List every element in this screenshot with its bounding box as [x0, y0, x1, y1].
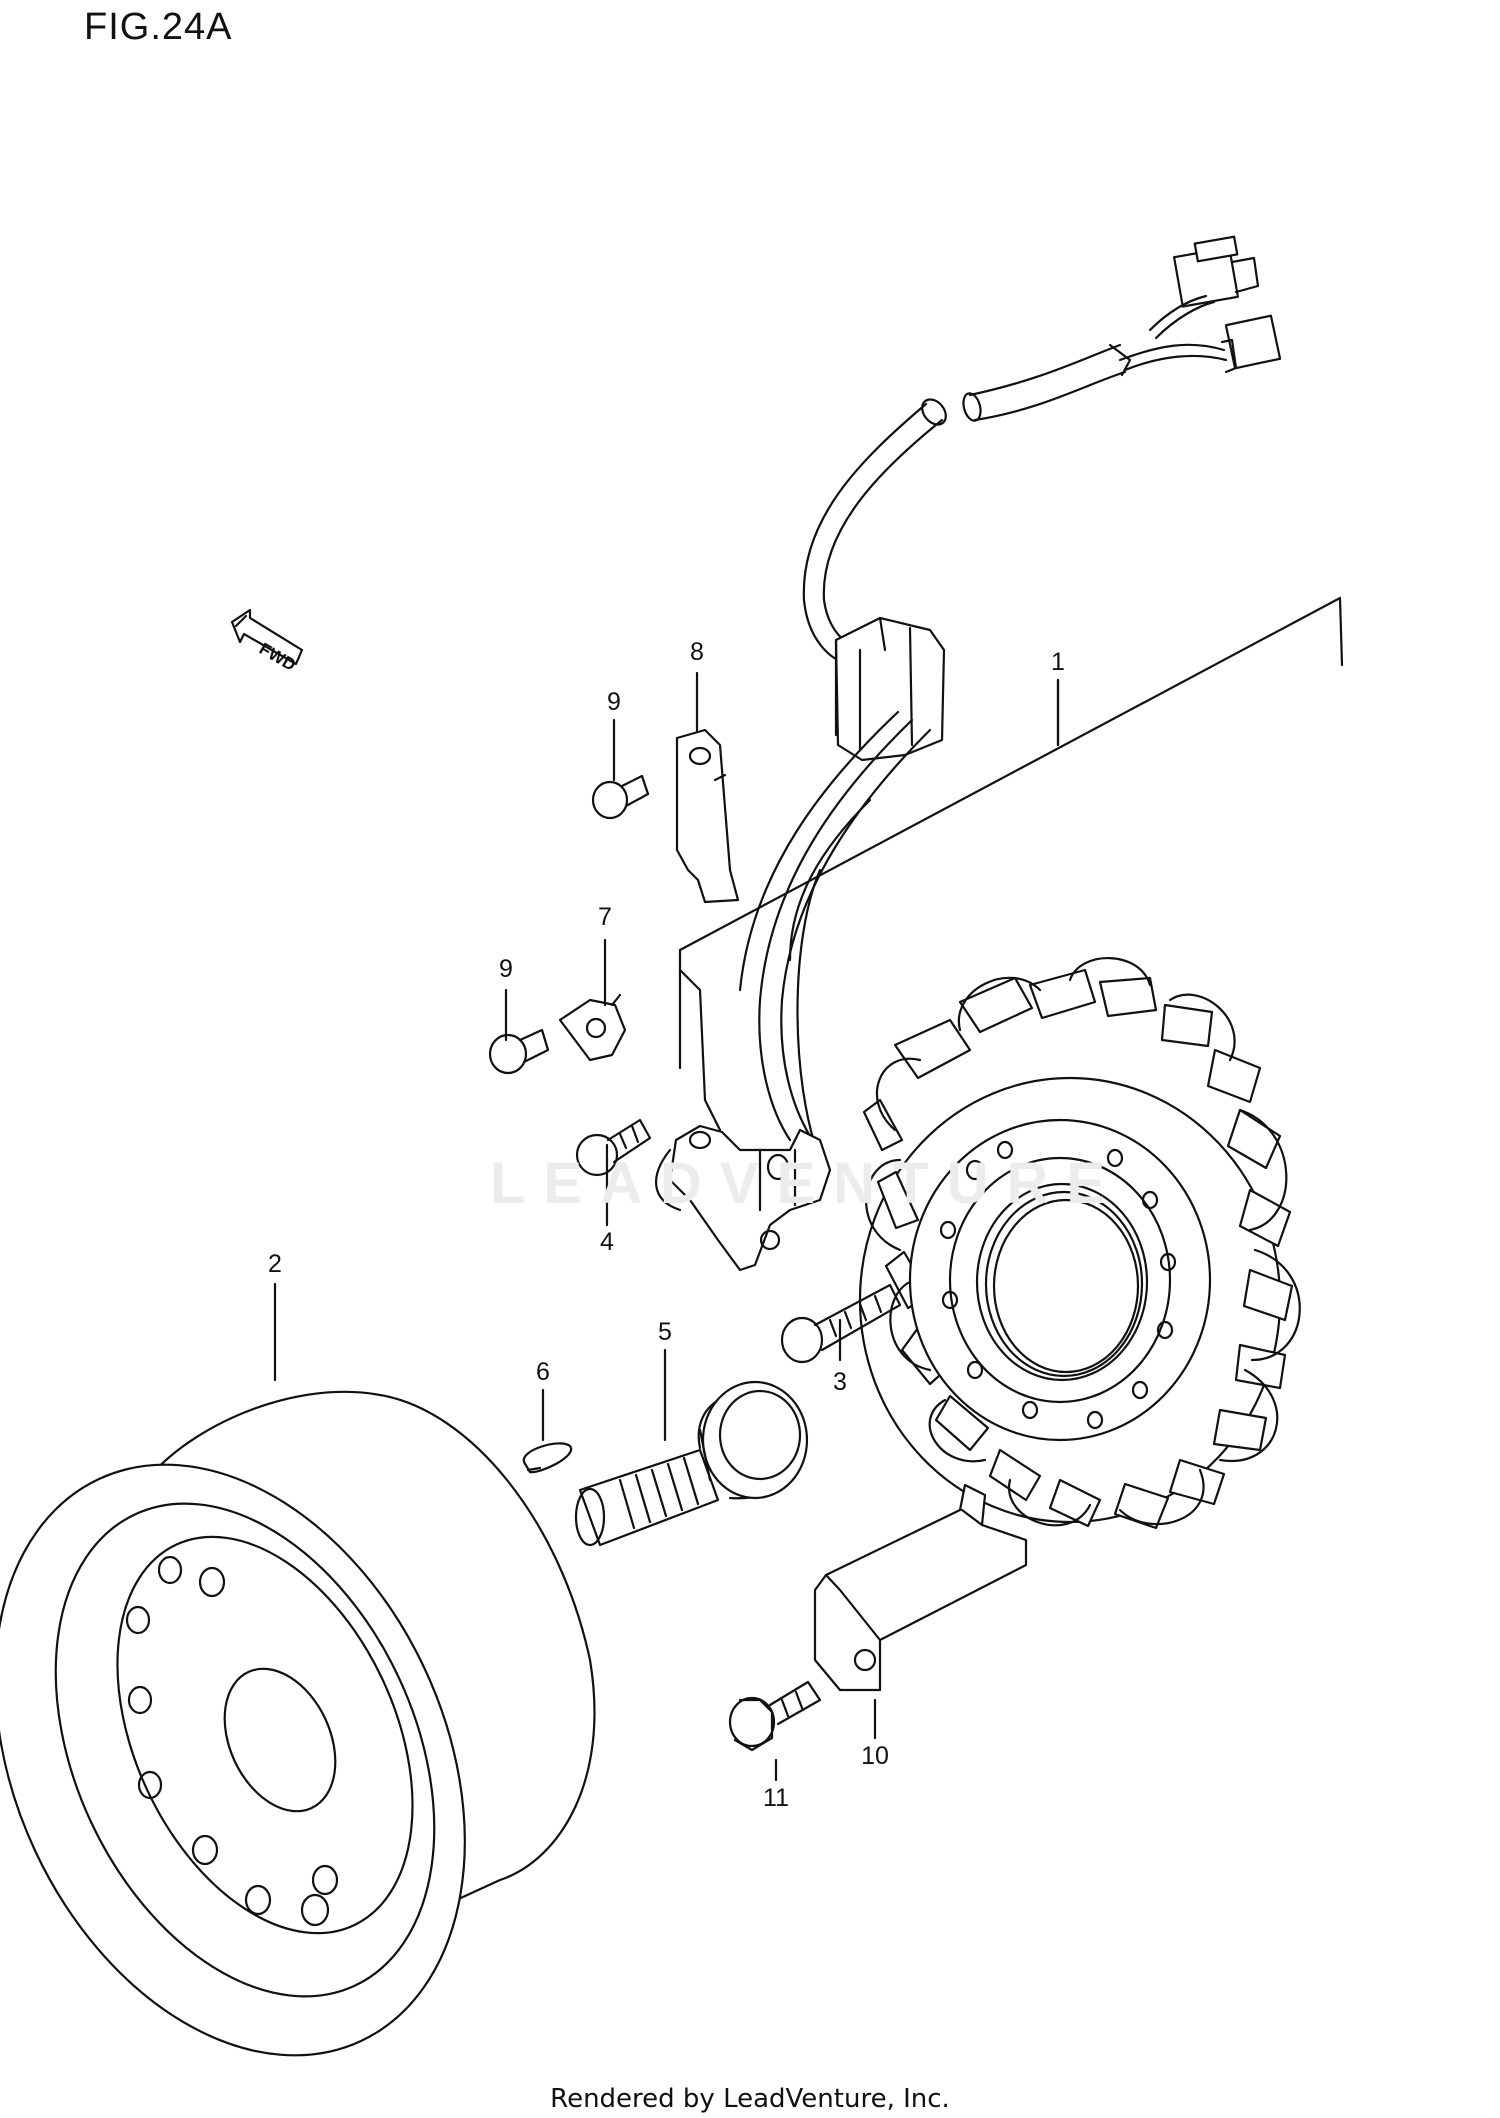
callout-5: 5 [658, 1318, 672, 1346]
bolt-5 [574, 1380, 809, 1547]
fwd-arrow-icon: FWD [230, 608, 304, 675]
stator-coil [858, 957, 1301, 1530]
callout-9-lower: 9 [499, 955, 513, 983]
screw-9-upper [591, 774, 650, 820]
wiring-harness [738, 235, 1282, 1142]
callout-8: 8 [690, 638, 704, 666]
watermark: LEADVENTURE [490, 1151, 1124, 1216]
leader-lines [273, 671, 1060, 1782]
callout-4: 4 [600, 1228, 614, 1256]
callout-7: 7 [598, 903, 612, 931]
callout-3: 3 [833, 1368, 847, 1396]
key-6 [522, 1442, 573, 1474]
callout-1: 1 [1051, 648, 1065, 676]
pickup-coil [655, 1124, 832, 1272]
rotor-2 [0, 1390, 596, 2057]
callout-10: 10 [861, 1742, 889, 1770]
bolt-11 [728, 1680, 822, 1752]
callout-9-upper: 9 [607, 688, 621, 716]
figure-title: FIG.24A [84, 6, 233, 48]
cover-10 [813, 1483, 1028, 1692]
callout-11: 11 [763, 1784, 789, 1812]
callout-6: 6 [536, 1358, 550, 1386]
footer-credit: Rendered by LeadVenture, Inc. [550, 2084, 950, 2114]
plate-8 [675, 728, 740, 904]
callout-2: 2 [268, 1250, 282, 1278]
screw-9-lower [488, 1028, 550, 1075]
screw-3 [780, 1283, 902, 1364]
clamp-7 [558, 993, 627, 1062]
stator-plate [678, 868, 822, 1162]
